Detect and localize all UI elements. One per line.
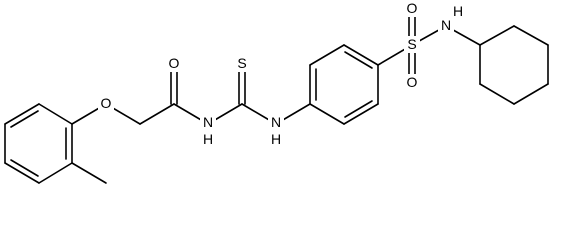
atom-n-sulfonamide-label: N: [441, 17, 451, 33]
bond-ring1-1: [38, 103, 73, 125]
bond-ring3-6: [479, 25, 515, 46]
bond-ring2-2: [309, 44, 345, 66]
bond-ring2-5: [343, 103, 379, 125]
atom-o-ether-label: O: [101, 95, 112, 111]
bond-ring1-4b: [10, 159, 39, 177]
atom-o-carbonyl: O: [166, 55, 182, 72]
bonds-group: [4, 8, 549, 184]
atom-h-sulfonamide-label: H: [453, 3, 463, 19]
atom-s-thio: S: [234, 55, 250, 72]
atom-o-carbonyl-label: O: [169, 55, 180, 71]
atom-n-thiourea-label: N: [271, 114, 281, 130]
bond-ring2-6: [309, 103, 345, 125]
bond-ring3-5: [513, 25, 549, 46]
bond-ring3-2: [479, 83, 515, 105]
atom-n-amide-label: N: [203, 114, 213, 130]
atom-h-thiourea-label: H: [271, 131, 281, 147]
bond-methyl: [71, 162, 107, 184]
atom-n-amide: N H: [200, 114, 216, 147]
atom-n-sulfonamide: N H: [438, 3, 463, 34]
atom-o-sulfonyl-bottom-label: O: [407, 74, 418, 90]
bond-ring1-6: [4, 103, 40, 125]
atom-s-sulfonyl-label: S: [407, 36, 416, 52]
bond-ring2-3: [343, 44, 379, 66]
bond-ring1-3: [38, 162, 73, 184]
atom-labels-group: O O N H S N H S O O: [98, 0, 463, 147]
atom-o-ether: O: [98, 95, 114, 112]
atom-n-thiourea: N H: [268, 114, 284, 147]
atom-s-sulfonyl: S: [404, 36, 420, 53]
atom-s-thio-label: S: [237, 55, 246, 71]
bond-ring3-3: [513, 83, 549, 105]
bond-ring1-4: [4, 162, 40, 184]
bond-ring1-6b: [10, 110, 39, 128]
atom-o-sulfonyl-top: O: [404, 0, 420, 17]
bond-ch2-co: [139, 103, 175, 125]
bond-ring2-3b: [344, 51, 373, 69]
atom-o-sulfonyl-bottom: O: [404, 74, 420, 91]
atom-h-amide-label: H: [203, 131, 213, 147]
atom-o-sulfonyl-top-label: O: [407, 0, 418, 16]
bond-ring2-5b: [344, 100, 373, 118]
molecule-structure-diagram: O O N H S N H S O O: [4, 0, 549, 184]
